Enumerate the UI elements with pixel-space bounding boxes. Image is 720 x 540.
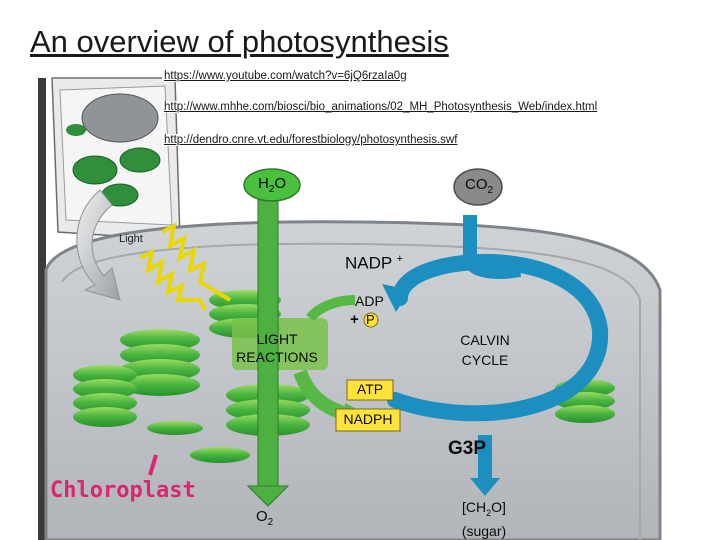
plant-cell-illustration	[51, 77, 181, 241]
co2-label: CO2	[465, 176, 494, 196]
chloroplast-pointer	[148, 454, 158, 476]
nadp-label: NADP +	[345, 253, 404, 273]
calvin-cycle-label: CALVIN CYCLE	[460, 332, 510, 368]
link-mhhe[interactable]: http://www.mhhe.com/biosci/bio_animation…	[162, 101, 600, 113]
h2o-label: H2O	[258, 175, 287, 195]
o2-label: O2	[256, 508, 274, 528]
adp-label: ADP	[355, 293, 384, 309]
zoom-arrow	[76, 189, 121, 301]
nadph-label: NADPH	[343, 411, 393, 427]
h2o-badge	[243, 168, 301, 202]
sugar-label: [CH2O] (sugar)	[461, 499, 507, 539]
co2-badge	[453, 168, 503, 206]
light-label: Light	[119, 233, 143, 245]
atp-box	[346, 379, 394, 401]
light-bolts	[139, 222, 232, 311]
p-label: P	[366, 312, 375, 327]
nadph-box	[335, 408, 401, 432]
oxygen-arrowhead	[246, 485, 290, 507]
adp-return-arrow	[306, 295, 356, 322]
inner-membrane	[61, 242, 641, 540]
calvin-cycle-loop	[382, 215, 609, 496]
link-dendro[interactable]: http://dendro.cnre.vt.edu/forestbiology/…	[162, 134, 460, 146]
light-reactions-label: LIGHT REACTIONS	[236, 331, 318, 365]
phosphate-circle	[363, 312, 379, 328]
g3p-label: G3P	[448, 438, 487, 459]
side-strip	[38, 78, 46, 540]
light-reactions-box	[232, 318, 328, 370]
link-youtube[interactable]: https://www.youtube.com/watch?v=6jQ6rzaI…	[162, 70, 409, 82]
atp-label: ATP	[356, 381, 384, 397]
slide-title: An overview of photosynthesis	[30, 24, 449, 59]
plus-label: +	[350, 311, 359, 328]
chloroplast-label: Chloroplast	[50, 478, 196, 503]
